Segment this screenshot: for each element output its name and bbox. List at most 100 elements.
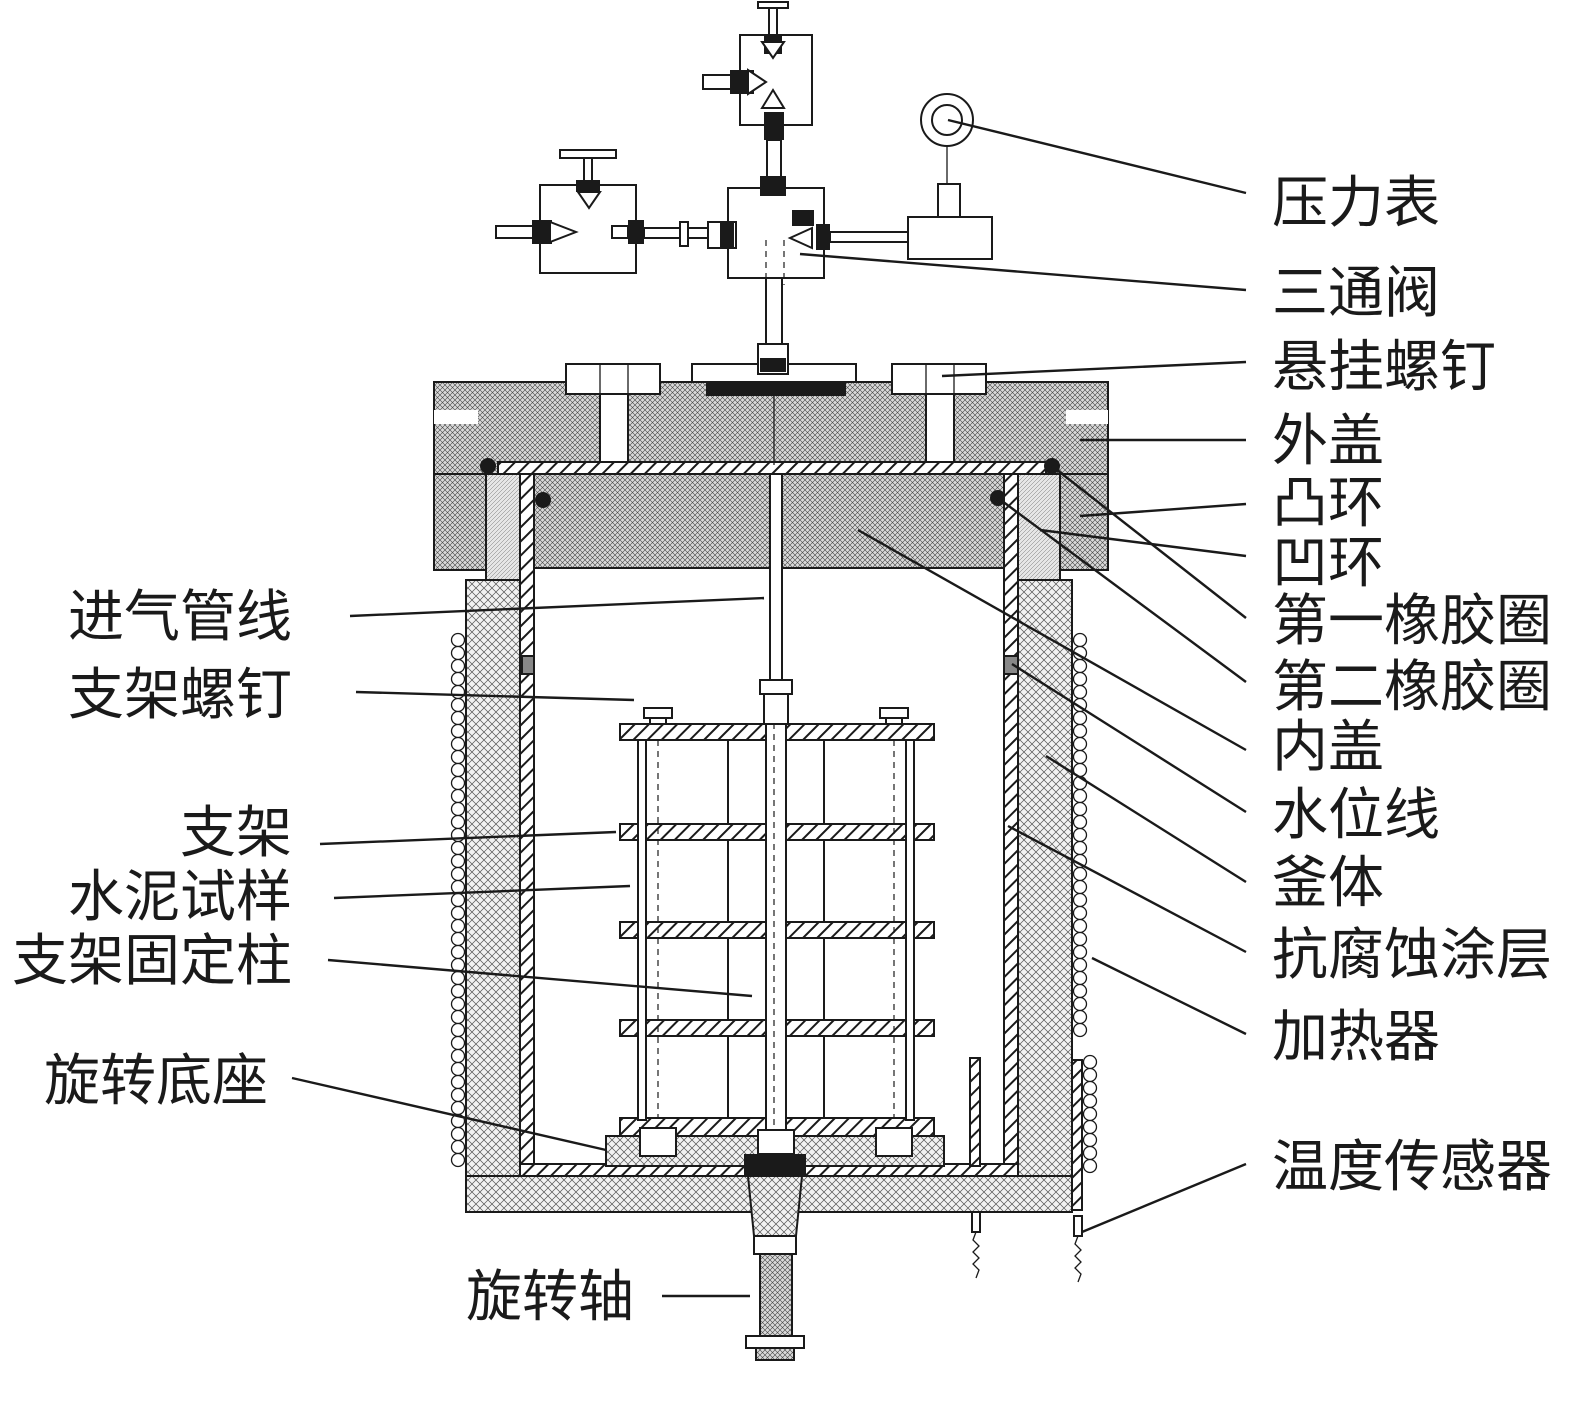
heater-coil-ring	[450, 840, 466, 856]
heater-coil-ring	[450, 749, 466, 765]
heater-coil-ring	[1072, 931, 1088, 947]
heater-coil-ring	[450, 775, 466, 791]
left-valve	[495, 149, 709, 274]
heater-coil-ring	[1082, 1119, 1098, 1135]
second-rubber-ring-left	[535, 492, 551, 508]
heater-coil-ring	[450, 788, 466, 804]
label-three-way-valve: 三通阀	[1272, 261, 1440, 326]
heater-coil-ring	[450, 866, 466, 882]
heater-coil-ring	[1072, 918, 1088, 934]
heater-coil-ring	[1072, 671, 1088, 687]
heater-coil-ring	[1072, 723, 1088, 739]
outer-cover	[433, 343, 1109, 475]
heater-coil-ring	[1072, 632, 1088, 648]
heater-coil-ring	[450, 931, 466, 947]
heater-coil-ring	[1072, 736, 1088, 752]
rotating-shaft	[745, 1175, 805, 1361]
label-anticorrosion-coating: 抗腐蚀涂层	[1272, 923, 1552, 988]
heater-coil-ring	[1072, 684, 1088, 700]
label-bracket-screw: 支架螺钉	[68, 663, 292, 728]
heater-coil-ring	[450, 1074, 466, 1090]
heater-coil-ring	[450, 1139, 466, 1155]
heater-coil-ring	[450, 1061, 466, 1077]
label-kettle-body: 釜体	[1272, 851, 1384, 916]
heater-coil-ring	[450, 1022, 466, 1038]
rotating-base	[605, 1127, 945, 1176]
heater-coil-ring	[1072, 944, 1088, 960]
label-rotating-base: 旋转底座	[44, 1049, 268, 1114]
heater-coil-ring	[450, 853, 466, 869]
heater-coil-ring	[1082, 1080, 1098, 1096]
heater-coil-ring	[450, 632, 466, 648]
heater-coil-ring	[1072, 1022, 1088, 1038]
label-second-rubber-ring: 第二橡胶圈	[1272, 655, 1552, 720]
heater-coil-ring	[450, 983, 466, 999]
heater-coil-ring	[1082, 1145, 1098, 1161]
heater-coil-ring	[450, 1009, 466, 1025]
heater-coil-ring	[1072, 840, 1088, 856]
label-hanging-screw: 悬挂螺钉	[1272, 335, 1496, 400]
temperature-sensor	[969, 1057, 1083, 1283]
bracket-screws	[643, 707, 909, 725]
heater-coil-ring	[450, 1100, 466, 1116]
heater-coil-ring	[1072, 801, 1088, 817]
label-inner-cover: 内盖	[1272, 715, 1384, 780]
heater-coil-ring	[450, 684, 466, 700]
first-rubber-ring-left	[480, 458, 496, 474]
heater-coil-ring	[1072, 1009, 1088, 1025]
heater-coil-ring	[1072, 892, 1088, 908]
heater-coil-ring	[1082, 1132, 1098, 1148]
label-rotating-shaft: 旋转轴	[466, 1265, 634, 1330]
heater-coil-ring	[450, 905, 466, 921]
heater-coil-ring	[450, 1087, 466, 1103]
label-temperature-sensor: 温度传感器	[1272, 1135, 1552, 1200]
label-first-rubber-ring: 第一橡胶圈	[1272, 589, 1552, 654]
label-water-level-line: 水位线	[1272, 783, 1440, 848]
heater-coil-ring	[1072, 970, 1088, 986]
heater-coil-ring	[1072, 814, 1088, 830]
heater-coil-ring	[450, 879, 466, 895]
heater-coil-ring	[450, 1152, 466, 1168]
label-cement-sample: 水泥试样	[68, 865, 292, 930]
three-way-valve	[707, 176, 911, 285]
heater-coil-ring	[1082, 1067, 1098, 1083]
heater-coil-right	[1072, 632, 1098, 1174]
heater-coil-ring	[450, 762, 466, 778]
heater-coil-ring	[1082, 1106, 1098, 1122]
bracket-fixing-column	[759, 679, 793, 1141]
heater-coil-ring	[1072, 996, 1088, 1012]
heater-coil-ring	[450, 736, 466, 752]
heater-coil-ring	[450, 814, 466, 830]
pressure-gauge	[907, 93, 993, 260]
heater-coil-ring	[1072, 658, 1088, 674]
heater-coil-left	[450, 632, 466, 1168]
heater-coil-ring	[1072, 905, 1088, 921]
heater-coil-ring	[1072, 749, 1088, 765]
heater-coil-ring	[450, 723, 466, 739]
heater-coil-ring	[1072, 957, 1088, 973]
heater-coil-ring	[450, 645, 466, 661]
labels: 压力表 三通阀 悬挂螺钉 外盖 凸环 凹环 第一橡胶圈 第二橡胶圈 内盖 水位线…	[12, 171, 1552, 1330]
top-valve	[702, 1, 813, 181]
heater-coil-ring	[450, 658, 466, 674]
heater-coil-ring	[450, 970, 466, 986]
label-outer-cover: 外盖	[1272, 409, 1384, 474]
heater-coil-ring	[450, 918, 466, 934]
heater-coil-ring	[1072, 866, 1088, 882]
cement-samples	[645, 739, 907, 1119]
heater-coil-ring	[450, 892, 466, 908]
heater-coil-ring	[450, 801, 466, 817]
heater-coil-ring	[450, 710, 466, 726]
heater-coil-ring	[1072, 710, 1088, 726]
label-concave-ring: 凹环	[1272, 531, 1384, 596]
heater-coil-ring	[450, 996, 466, 1012]
heater-coil-ring	[450, 1035, 466, 1051]
label-pressure-gauge: 压力表	[1272, 171, 1440, 236]
label-gas-inlet-pipeline: 进气管线	[68, 585, 292, 650]
label-bracket-fixing-column: 支架固定柱	[12, 929, 292, 994]
heater-coil-ring	[450, 944, 466, 960]
heater-coil-ring	[1072, 788, 1088, 804]
heater-coil-ring	[1082, 1158, 1098, 1174]
heater-coil-ring	[450, 697, 466, 713]
heater-coil-ring	[1072, 827, 1088, 843]
